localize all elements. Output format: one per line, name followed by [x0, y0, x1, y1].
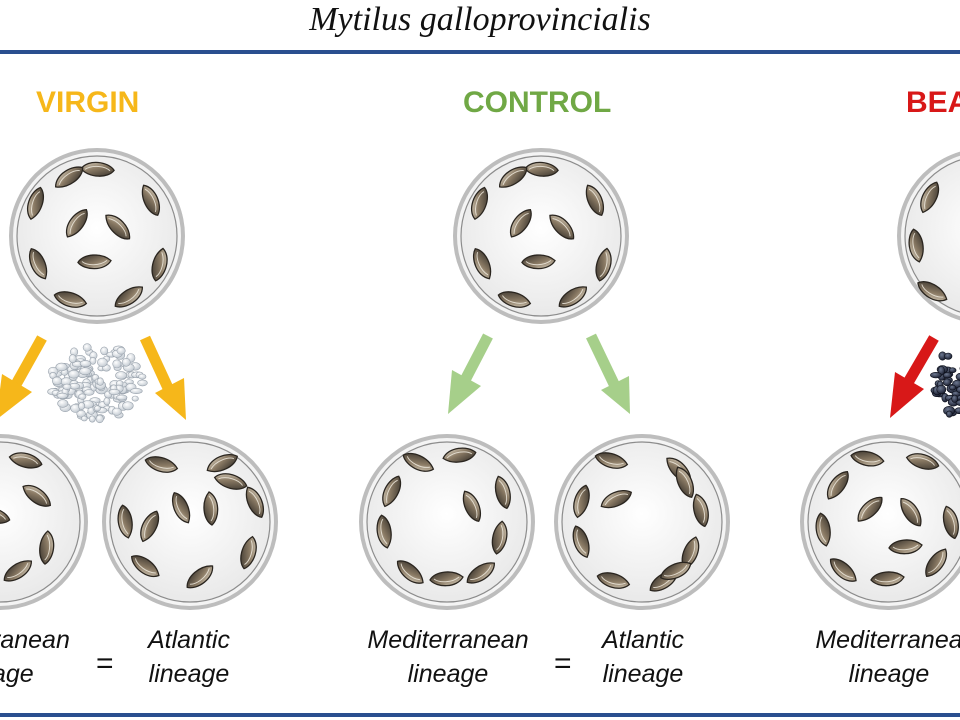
pellet-icon — [89, 415, 96, 423]
pellet-icon — [68, 369, 80, 379]
virgin-left-lineage: ranean age — [0, 626, 70, 688]
pellet-icon — [62, 383, 72, 390]
pellet-icon — [89, 356, 97, 365]
pellet-icon — [56, 392, 68, 399]
bottom-divider — [0, 713, 960, 717]
beached-label: BEA — [906, 86, 960, 119]
pellet-icon — [116, 394, 128, 401]
pellet-icon — [930, 372, 942, 379]
diagram-title: Mytilus galloprovincialis — [309, 1, 651, 38]
pellet-icon — [949, 384, 957, 391]
pellet-icon — [76, 409, 86, 418]
pellet-icon — [79, 360, 92, 368]
control-right-lineage: Atlantic lineage — [602, 626, 684, 688]
control-label: CONTROL — [463, 86, 612, 119]
pellet-icon — [956, 386, 960, 394]
pellet-icon — [93, 405, 101, 412]
arrow-beached-left — [890, 335, 939, 418]
control-left-lineage: Mediterranean lineage — [367, 626, 529, 688]
arrow-virgin-right — [140, 335, 186, 420]
pellet-icon — [79, 367, 92, 376]
pellet-icon — [96, 377, 104, 386]
pellet-icon — [945, 410, 953, 418]
pellet-icon — [122, 401, 134, 411]
top-divider — [0, 50, 960, 54]
arrow-control-right — [586, 333, 630, 414]
pellet-icon — [82, 343, 92, 352]
virgin-right-lineage: Atlantic lineage — [148, 626, 230, 688]
pellet-icon — [936, 384, 947, 395]
pellet-icon — [95, 414, 104, 424]
pellet-icon — [944, 352, 953, 360]
virgin-plastic-pellets — [47, 343, 148, 424]
pellet-icon — [51, 376, 62, 386]
pellet-icon — [111, 407, 122, 416]
pellet-icon — [100, 346, 109, 356]
pellet-icon — [83, 389, 95, 396]
pellet-icon — [121, 357, 131, 367]
pellet-icon — [942, 378, 952, 387]
pellet-icon — [131, 395, 139, 402]
pellet-icon — [81, 415, 88, 422]
pellet-icon — [55, 362, 68, 372]
pellet-icon — [112, 359, 122, 369]
pellet-icon — [130, 387, 143, 394]
pellet-icon — [68, 354, 77, 364]
pellet-icon — [948, 367, 957, 374]
pellet-icon — [951, 394, 959, 403]
pellet-icon — [108, 388, 121, 396]
pellet-icon — [116, 346, 126, 355]
control-equals: = — [554, 647, 572, 680]
pellet-icon — [78, 401, 86, 410]
beached-left-lineage: Mediterranea lineage — [815, 626, 960, 688]
pellet-icon — [138, 373, 147, 380]
beached-plastic-pellets — [930, 351, 960, 418]
pellet-icon — [57, 399, 69, 408]
virgin-label: VIRGIN — [36, 86, 140, 119]
arrow-control-left — [448, 333, 493, 414]
pellet-icon — [115, 371, 127, 380]
pellet-icon — [955, 373, 960, 381]
arrow-virgin-left — [0, 335, 47, 417]
virgin-equals: = — [96, 647, 114, 680]
pellet-icon — [103, 397, 111, 406]
pellet-icon — [137, 379, 148, 387]
pellet-icon — [942, 372, 952, 379]
pellet-icon — [97, 357, 108, 368]
pellet-icon — [78, 393, 87, 400]
